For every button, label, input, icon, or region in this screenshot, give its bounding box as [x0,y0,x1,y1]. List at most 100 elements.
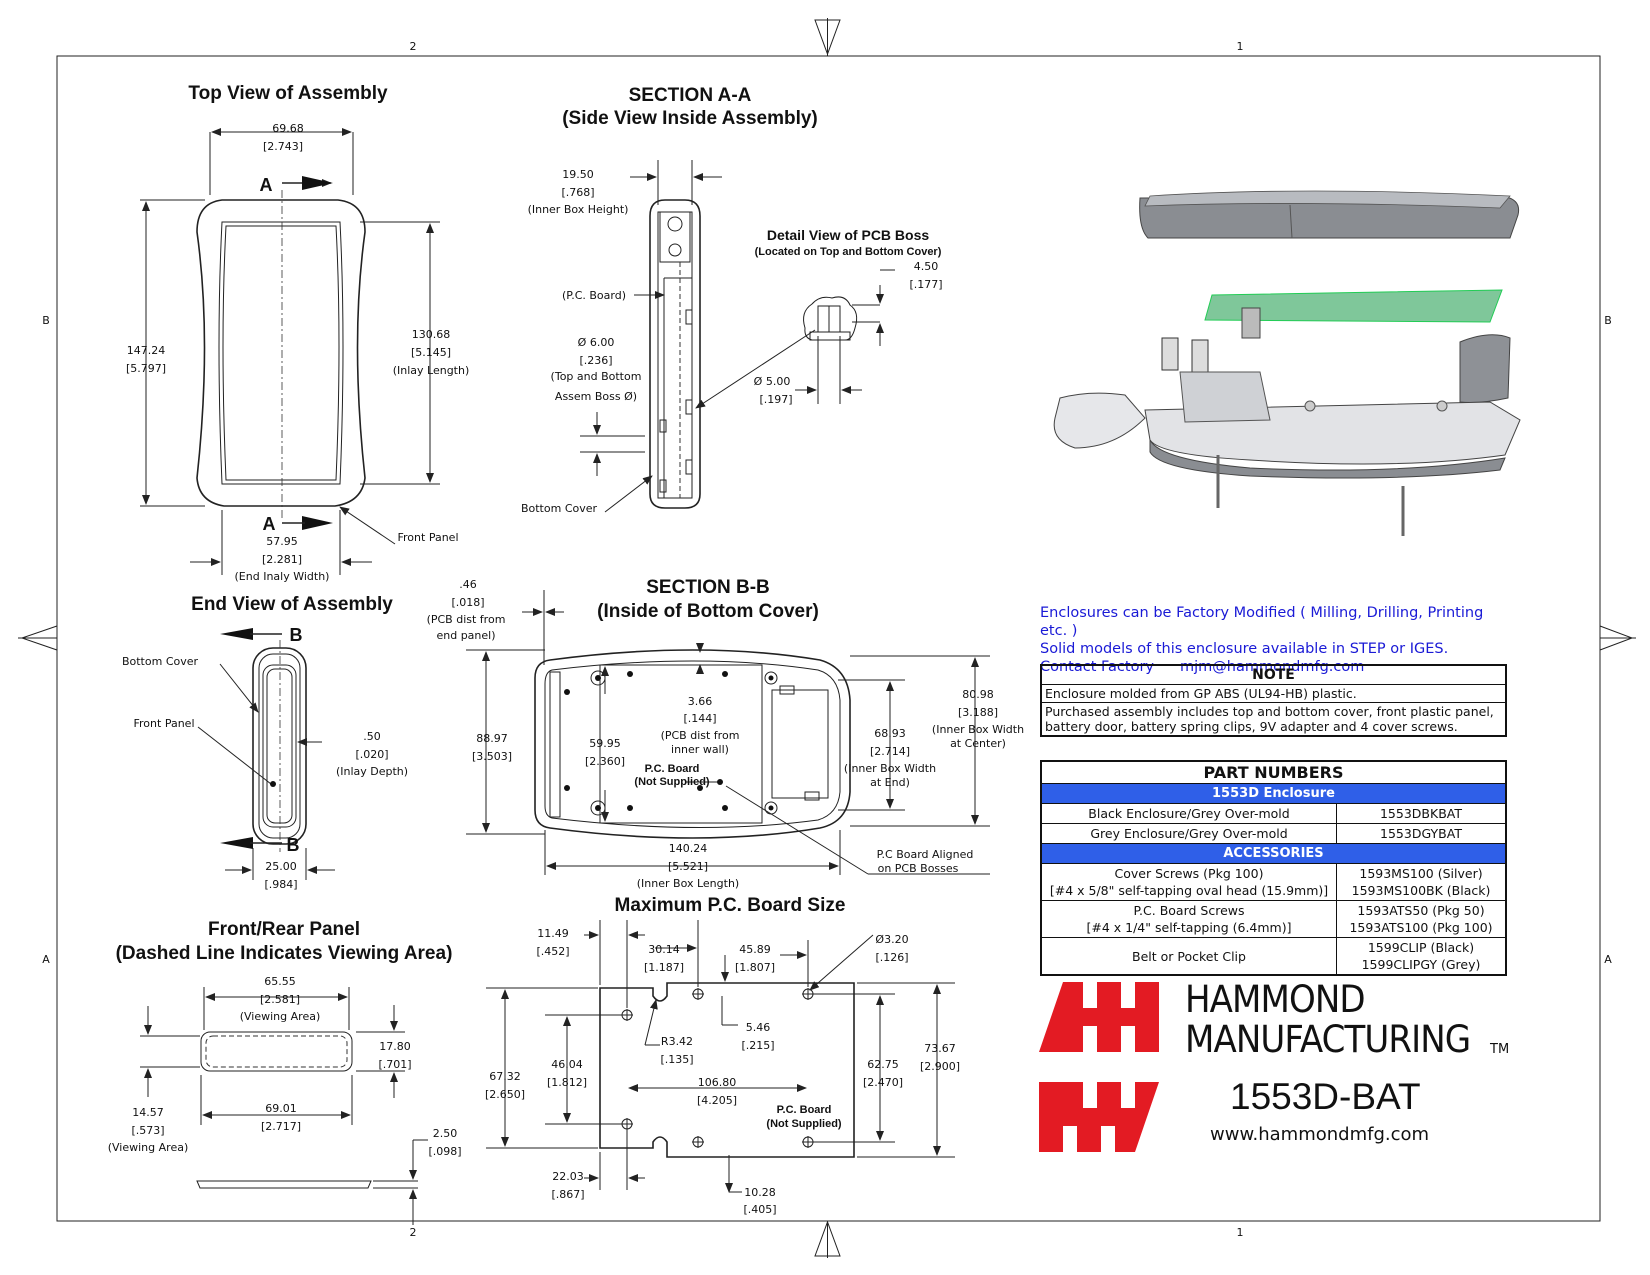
section-bb-center-width-dim: 80.98 [962,688,994,701]
zone-label-right-b: B [1604,314,1612,327]
website-link[interactable]: www.hammondmfg.com [1210,1124,1430,1145]
part-number: 1553DBKBAT [1336,803,1507,824]
max-pcb-d1-dim: 11.49 [537,927,569,940]
section-bb-inner-dist-note-2: inner wall) [671,743,729,756]
section-aa-boss-dim: Ø 6.00 [578,336,615,349]
zone-label-top-2: 2 [410,40,417,53]
section-bb-dimensions [466,590,990,875]
max-pcb-h1-dim: 67.32 [489,1070,521,1083]
section-aa-title: SECTION A-A [629,85,752,106]
max-pcb-h4-dim: 73.67 [924,1042,956,1055]
max-pcb-h2-in: [1.812] [547,1076,587,1089]
section-bb-aligned-note-1: P.C Board Aligned [877,848,974,861]
section-bb-pcb-dist-note-2: end panel) [436,629,495,642]
panel-outline [196,1031,372,1189]
part-number-line-2: 1593ATS100 (Pkg 100) [1349,920,1493,935]
zone-label-left-a: A [42,953,50,966]
section-aa-profile [649,199,701,509]
section-bb-end-width-in: [2.714] [870,745,910,758]
part-description: P.C. Board Screws[#4 x 1/4" self-tapping… [1040,900,1337,938]
part-number: 1553DGYBAT [1336,823,1507,844]
section-bb-end-width-note-2: at End) [870,776,910,789]
table-row: Grey Enclosure/Grey Over-mold 1553DGYBAT [1040,823,1507,844]
section-bb-outline [534,649,851,839]
part-number: 1599CLIP (Black)1599CLIPGY (Grey) [1336,937,1507,976]
pcb-boss-subtitle: (Located on Top and Bottom Cover) [755,246,942,258]
zone-label-right-a: A [1604,953,1612,966]
max-pcb-d6-dim: 10.28 [744,1186,776,1199]
section-a-label-bottom: A [263,514,276,534]
max-pcb-hole-dim: Ø3.20 [875,933,908,946]
max-pcb-d4-in: [.215] [741,1039,774,1052]
max-pcb-h1-in: [2.650] [485,1088,525,1101]
pcb-boss-title: Detail View of PCB Boss [767,227,930,243]
section-bb-pcb-dist-in: [.018] [451,596,484,609]
max-pcb-d4-dim: 5.46 [746,1021,771,1034]
max-pcb-w1-dim: 106.80 [698,1076,737,1089]
section-a-arrow-top [282,176,333,190]
section-bb-pcb-dist-dim: .46 [459,578,477,591]
max-pcb-h2-dim: 46.04 [551,1058,583,1071]
section-bb-end-width-note-1: (Inner Box Width [844,762,936,775]
section-aa-height-dim: 19.50 [562,168,594,181]
panel-dimensions [140,987,428,1225]
top-view-inlay-dim: 130.68 [412,328,451,341]
panel-subtitle: (Dashed Line Indicates Viewing Area) [116,943,453,964]
panel-view-h-dim: 14.57 [132,1106,164,1119]
max-pcb-d2-dim: 30.14 [648,943,680,956]
section-bb-height-in: [3.503] [472,750,512,763]
top-view-inlay-note: (Inlay Length) [393,364,470,377]
section-aa-height-in: [.768] [561,186,594,199]
section-bb-title: SECTION B-B [646,577,770,598]
note-title: NOTE [1040,664,1507,685]
section-aa-height-note: (Inner Box Height) [528,203,629,216]
part-number: 1593ATS50 (Pkg 50)1593ATS100 (Pkg 100) [1336,900,1507,938]
end-view-width-in: [.984] [264,878,297,891]
max-pcb-dimensions [486,920,955,1193]
part-numbers-table: PART NUMBERS 1553D Enclosure Black Enclo… [1040,760,1507,976]
end-view-title: End View of Assembly [191,594,393,615]
section-aa-pcb-label: (P.C. Board) [562,289,626,302]
end-view-outline [252,640,307,852]
end-view-inlay-depth-dim: .50 [363,730,381,743]
max-pcb-h4-in: [2.900] [920,1060,960,1073]
panel-view-h-in: [.573] [131,1124,164,1137]
section-bb-center-width-note-2: at Center) [950,737,1006,750]
max-pcb-radius-in: [.135] [660,1053,693,1066]
pcb-boss-diameter-in: [.197] [759,393,792,406]
section-bb-length-dim: 140.24 [669,842,708,855]
max-pcb-d3-in: [1.807] [735,961,775,974]
max-pcb-radius-dim: R3.42 [661,1035,693,1048]
part-description: Cover Screws (Pkg 100)[#4 x 5/8" self-ta… [1040,863,1337,901]
top-view-outline [196,190,366,520]
section-bb-inner-dist-in: [.144] [683,712,716,725]
max-pcb-d5-in: [.867] [551,1188,584,1201]
max-pcb-d1-in: [.452] [536,945,569,958]
trademark-label: TM [1490,1042,1510,1057]
panel-title: Front/Rear Panel [208,919,360,940]
max-pcb-title: Maximum P.C. Board Size [615,895,846,916]
section-a-label-top: A [260,175,273,195]
zone-label-bottom-2: 2 [410,1226,417,1239]
part-description-line-1: Belt or Pocket Clip [1132,948,1246,964]
top-view-end-width-note: (End Inaly Width) [235,570,330,583]
section-bb-pcb-label-1: P.C. Board [645,763,700,775]
section-bb-pcb-label-2: (Not Supplied) [634,776,709,788]
pcb-boss-height-in: [.177] [909,278,942,291]
section-aa-bottom-cover-label: Bottom Cover [521,502,598,515]
top-view-end-width-in: [2.281] [262,553,302,566]
panel-view-w-dim: 65.55 [264,975,296,988]
part-description: Belt or Pocket Clip [1040,937,1337,976]
panel-w-in: [2.717] [261,1120,301,1133]
hammond-logo-icon [1039,982,1159,1152]
panel-w-dim: 69.01 [265,1102,297,1115]
max-pcb-label-2: (Not Supplied) [766,1118,841,1130]
end-view-inlay-depth-note: (Inlay Depth) [336,765,408,778]
top-view-dimensions [140,128,440,575]
section-bb-subtitle: (Inside of Bottom Cover) [597,601,819,622]
top-view-height-in: [5.797] [126,362,166,375]
part-description-line-1: Cover Screws (Pkg 100) [1114,866,1264,881]
max-pcb-d6-in: [.405] [743,1203,776,1216]
part-number-line-1: 1593MS100 (Silver) [1359,866,1483,881]
max-pcb-d3-dim: 45.89 [739,943,771,956]
